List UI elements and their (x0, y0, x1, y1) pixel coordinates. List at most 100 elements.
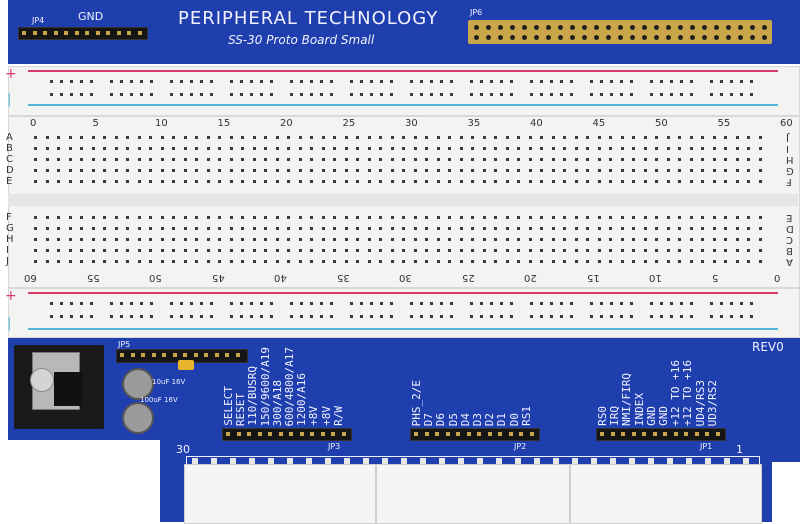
breadboard-hole[interactable] (310, 302, 313, 305)
breadboard-hole[interactable] (149, 249, 152, 252)
breadboard-hole[interactable] (730, 80, 733, 83)
breadboard-hole[interactable] (425, 169, 428, 172)
breadboard-hole[interactable] (379, 169, 382, 172)
breadboard-hole[interactable] (80, 93, 83, 96)
breadboard-hole[interactable] (597, 169, 601, 172)
breadboard-hole[interactable] (597, 147, 601, 150)
breadboard-hole[interactable] (183, 216, 187, 219)
breadboard-hole[interactable] (724, 260, 727, 263)
breadboard-hole[interactable] (482, 249, 486, 252)
breadboard-hole[interactable] (34, 249, 37, 252)
breadboard-hole[interactable] (126, 158, 129, 161)
breadboard-hole[interactable] (57, 216, 60, 219)
breadboard-hole[interactable] (126, 238, 129, 241)
breadboard-hole[interactable] (530, 93, 533, 96)
breadboard-hole[interactable] (420, 93, 423, 96)
breadboard-hole[interactable] (149, 136, 152, 139)
breadboard-hole[interactable] (206, 136, 210, 139)
breadboard-hole[interactable] (600, 93, 603, 96)
breadboard-hole[interactable] (241, 238, 244, 241)
breadboard-hole[interactable] (114, 227, 118, 230)
breadboard-hole[interactable] (218, 227, 221, 230)
breadboard-hole[interactable] (60, 315, 63, 318)
breadboard-hole[interactable] (590, 302, 593, 305)
breadboard-hole[interactable] (620, 227, 624, 230)
breadboard-hole[interactable] (300, 93, 303, 96)
breadboard-hole[interactable] (160, 169, 164, 172)
breadboard-hole[interactable] (229, 260, 233, 263)
breadboard-hole[interactable] (367, 260, 371, 263)
breadboard-hole[interactable] (643, 216, 647, 219)
breadboard-hole[interactable] (57, 238, 60, 241)
breadboard-hole[interactable] (350, 315, 353, 318)
breadboard-hole[interactable] (574, 169, 578, 172)
breadboard-hole[interactable] (45, 249, 49, 252)
breadboard-hole[interactable] (448, 260, 451, 263)
breadboard-hole[interactable] (490, 93, 493, 96)
breadboard-hole[interactable] (505, 216, 509, 219)
breadboard-hole[interactable] (500, 93, 503, 96)
breadboard-hole[interactable] (229, 227, 233, 230)
breadboard-hole[interactable] (172, 147, 175, 150)
breadboard-hole[interactable] (91, 147, 95, 150)
breadboard-hole[interactable] (130, 80, 133, 83)
breadboard-hole[interactable] (632, 147, 635, 150)
breadboard-hole[interactable] (500, 302, 503, 305)
breadboard-hole[interactable] (494, 216, 497, 219)
breadboard-hole[interactable] (218, 216, 221, 219)
breadboard-hole[interactable] (344, 260, 348, 263)
breadboard-hole[interactable] (360, 315, 363, 318)
breadboard-hole[interactable] (459, 136, 463, 139)
breadboard-hole[interactable] (103, 169, 106, 172)
breadboard-hole[interactable] (758, 147, 762, 150)
breadboard-hole[interactable] (597, 158, 601, 161)
breadboard-hole[interactable] (90, 302, 93, 305)
breadboard-hole[interactable] (528, 216, 532, 219)
breadboard-hole[interactable] (410, 93, 413, 96)
breadboard-hole[interactable] (701, 147, 704, 150)
breadboard-hole[interactable] (270, 93, 273, 96)
breadboard-hole[interactable] (551, 169, 555, 172)
breadboard-hole[interactable] (91, 169, 95, 172)
breadboard-hole[interactable] (360, 93, 363, 96)
breadboard-hole[interactable] (459, 158, 463, 161)
breadboard-hole[interactable] (287, 158, 290, 161)
breadboard-hole[interactable] (126, 249, 129, 252)
breadboard-hole[interactable] (252, 238, 256, 241)
breadboard-hole[interactable] (609, 147, 612, 150)
breadboard-hole[interactable] (701, 158, 704, 161)
breadboard-hole[interactable] (690, 93, 693, 96)
breadboard-hole[interactable] (436, 136, 440, 139)
breadboard-hole[interactable] (650, 302, 653, 305)
breadboard-hole[interactable] (252, 216, 256, 219)
breadboard-hole[interactable] (172, 180, 175, 183)
breadboard-hole[interactable] (45, 238, 49, 241)
breadboard-hole[interactable] (183, 227, 187, 230)
breadboard-hole[interactable] (229, 136, 233, 139)
breadboard-hole[interactable] (471, 260, 474, 263)
breadboard-hole[interactable] (425, 216, 428, 219)
breadboard-hole[interactable] (91, 249, 95, 252)
breadboard-hole[interactable] (420, 302, 423, 305)
breadboard-hole[interactable] (620, 136, 624, 139)
breadboard-hole[interactable] (436, 216, 440, 219)
breadboard-hole[interactable] (218, 147, 221, 150)
breadboard-hole[interactable] (218, 169, 221, 172)
breadboard-hole[interactable] (440, 80, 443, 83)
breadboard-hole[interactable] (195, 227, 198, 230)
breadboard-hole[interactable] (390, 180, 394, 183)
breadboard-hole[interactable] (229, 216, 233, 219)
breadboard-hole[interactable] (425, 227, 428, 230)
breadboard-hole[interactable] (413, 216, 417, 219)
breadboard-hole[interactable] (367, 249, 371, 252)
breadboard-hole[interactable] (574, 216, 578, 219)
breadboard-hole[interactable] (530, 315, 533, 318)
breadboard-hole[interactable] (459, 169, 463, 172)
breadboard-hole[interactable] (609, 158, 612, 161)
breadboard-hole[interactable] (620, 302, 623, 305)
breadboard-hole[interactable] (660, 302, 663, 305)
breadboard-hole[interactable] (540, 136, 543, 139)
breadboard-hole[interactable] (517, 169, 520, 172)
breadboard-hole[interactable] (758, 249, 762, 252)
breadboard-hole[interactable] (241, 136, 244, 139)
